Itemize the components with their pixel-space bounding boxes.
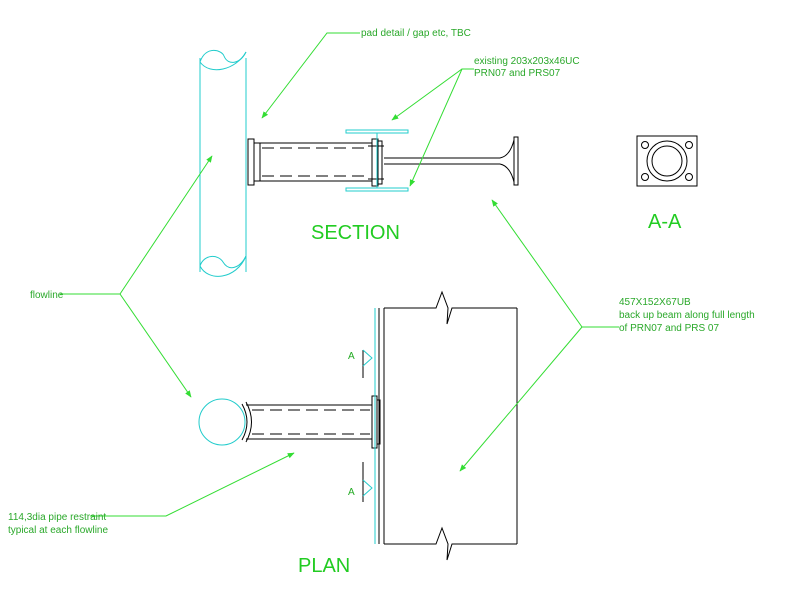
- plan-restraint-stub: [246, 395, 381, 449]
- restraint-note-line1: 114,3dia pipe restraint: [8, 512, 106, 523]
- plan-backup-beam: [374, 290, 518, 561]
- section-pipe: [199, 49, 247, 277]
- section-existing-column: [345, 129, 409, 192]
- svg-text:A: A: [348, 351, 355, 362]
- annotations: pad detail / gap etc, TBC existing 203x2…: [8, 28, 755, 577]
- leader-lines: [60, 32, 619, 517]
- aa-bolt-hole: [641, 173, 649, 181]
- section-end-plate: [368, 138, 384, 187]
- section-view: [199, 49, 519, 277]
- section-title: SECTION: [311, 222, 400, 244]
- beam-note-line1: 457X152X67UB: [619, 297, 691, 308]
- pad-detail-note: pad detail / gap etc, TBC: [361, 28, 471, 39]
- section-pad-plate: [247, 138, 255, 186]
- restraint-note-line2: typical at each flowline: [8, 525, 108, 536]
- section-restraint-stub: [259, 142, 372, 182]
- section-marker-bottom: A: [348, 462, 373, 502]
- section-marker-top: A: [348, 349, 373, 378]
- aa-pipe-inner: [651, 145, 683, 177]
- existing-column-note-line1: existing 203x203x46UC: [474, 56, 580, 67]
- aa-pipe-outer: [646, 140, 688, 182]
- flowline-note: flowline: [30, 290, 64, 301]
- aa-bolt-hole: [685, 141, 693, 149]
- svg-text:A: A: [348, 487, 355, 498]
- beam-note-line3: of PRN07 and PRS 07: [619, 323, 719, 334]
- plan-title: PLAN: [298, 555, 350, 577]
- aa-detail: [636, 135, 698, 187]
- beam-note-line2: back up beam along full length: [619, 310, 755, 321]
- aa-bolt-hole: [685, 173, 693, 181]
- plan-pipe: [198, 398, 246, 446]
- aa-base-plate: [636, 135, 698, 187]
- section-backup-beam: [384, 136, 519, 186]
- existing-column-note-line2: PRN07 and PRS07: [474, 68, 561, 79]
- aa-title: A-A: [648, 211, 682, 233]
- aa-bolt-hole: [641, 141, 649, 149]
- plan-view: A A: [198, 290, 518, 561]
